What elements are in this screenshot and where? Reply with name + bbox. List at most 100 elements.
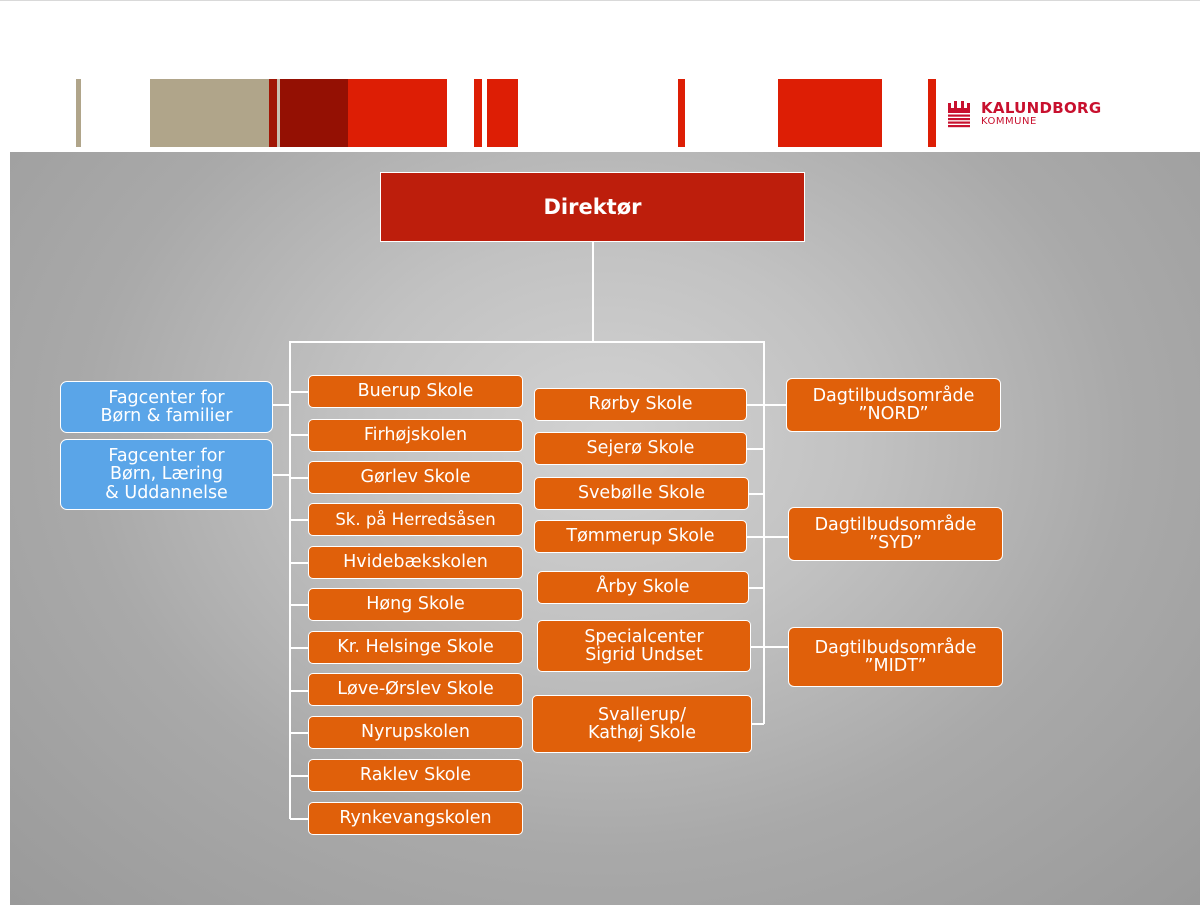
director-box[interactable]: Direktør: [380, 172, 805, 242]
dagtilbud-label: Dagtilbudsområde: [812, 385, 975, 406]
banner-stripe: [678, 79, 685, 147]
school-label: Sejerø Skole: [586, 438, 695, 459]
dagtilbud-box[interactable]: Dagtilbudsområde ”NORD”: [786, 378, 1001, 432]
kalundborg-logo: KALUNDBORG KOMMUNE: [946, 99, 1102, 129]
dagtilbud-box[interactable]: Dagtilbudsområde ”SYD”: [788, 507, 1003, 561]
connector-line: [764, 404, 787, 406]
connector-line: [749, 493, 764, 495]
school-box[interactable]: Høng Skole: [308, 588, 523, 621]
connector-line: [747, 404, 764, 406]
school-box[interactable]: Specialcenter Sigrid Undset: [537, 620, 751, 672]
header-banner: KALUNDBORG KOMMUNE: [0, 0, 1200, 152]
school-box[interactable]: Rynkevangskolen: [308, 802, 523, 835]
school-label: Buerup Skole: [357, 381, 474, 402]
school-box[interactable]: Svebølle Skole: [534, 477, 749, 510]
dagtilbud-label: ”SYD”: [869, 533, 922, 553]
connector-line: [290, 604, 310, 606]
connector-line: [763, 341, 765, 724]
connector-line: [747, 536, 764, 538]
school-box[interactable]: Sk. på Herredsåsen: [308, 503, 523, 536]
fagcenter-line: Fagcenter for: [108, 445, 225, 466]
fagcenter-box[interactable]: Fagcenter for Børn & familier: [60, 381, 273, 433]
connector-line: [290, 477, 310, 479]
connector-line: [290, 647, 310, 649]
fagcenter-line: Børn, Læring: [109, 464, 223, 485]
school-box[interactable]: Svallerup/ Kathøj Skole: [532, 695, 752, 753]
connector-line: [290, 732, 310, 734]
banner-stripe: [487, 79, 518, 147]
dagtilbud-label: ”MIDT”: [864, 656, 927, 676]
connector-line: [751, 646, 764, 648]
fagcenter-box[interactable]: Fagcenter for Børn, Læring & Uddannelse: [60, 439, 273, 510]
fagcenter-line: Børn & familier: [100, 406, 233, 426]
school-label: Rynkevangskolen: [339, 808, 492, 829]
school-label: Kr. Helsinge Skole: [337, 637, 494, 658]
school-label: Kathøj Skole: [588, 723, 696, 743]
banner-stripe: [150, 79, 269, 147]
school-label: Nyrupskolen: [361, 722, 470, 743]
connector-line: [747, 448, 764, 450]
banner-stripe: [778, 79, 882, 147]
connector-line: [290, 391, 310, 393]
banner-stripe: [474, 79, 482, 147]
school-box[interactable]: Kr. Helsinge Skole: [308, 631, 523, 664]
school-box[interactable]: Buerup Skole: [308, 375, 523, 408]
logo-subtitle: KOMMUNE: [981, 116, 1037, 127]
school-box[interactable]: Rørby Skole: [534, 388, 747, 421]
logo-wordmark: KALUNDBORG KOMMUNE: [981, 101, 1102, 127]
connector-line: [290, 690, 310, 692]
school-label: Tømmerup Skole: [566, 526, 715, 547]
fagcenter-line: Fagcenter for: [108, 387, 225, 408]
school-label: Løve-Ørslev Skole: [337, 679, 494, 700]
dagtilbud-label: Dagtilbudsområde: [814, 637, 977, 658]
connector-line: [290, 818, 310, 820]
school-label: Hvidebækskolen: [343, 552, 488, 573]
school-label: Specialcenter: [584, 626, 704, 647]
school-label: Årby Skole: [596, 577, 690, 598]
connector-line: [592, 242, 594, 342]
school-label: Sigrid Undset: [585, 645, 703, 665]
school-box[interactable]: Løve-Ørslev Skole: [308, 673, 523, 706]
logo-name: KALUNDBORG: [981, 99, 1102, 117]
connector-line: [289, 341, 291, 819]
school-box[interactable]: Tømmerup Skole: [534, 520, 747, 553]
school-box[interactable]: Sejerø Skole: [534, 432, 747, 465]
connector-line: [749, 587, 764, 589]
school-label: Gørlev Skole: [360, 467, 471, 488]
dagtilbud-label: ”NORD”: [858, 404, 929, 424]
school-label: Raklev Skole: [359, 765, 472, 786]
school-label: Rørby Skole: [588, 394, 693, 415]
dagtilbud-label: Dagtilbudsområde: [814, 514, 977, 535]
school-label: Firhøjskolen: [363, 425, 468, 446]
banner-stripe: [928, 79, 936, 147]
connector-line: [290, 775, 310, 777]
banner-stripe: [280, 79, 348, 147]
connector-line: [290, 519, 310, 521]
banner-stripe: [348, 79, 447, 147]
school-box[interactable]: Firhøjskolen: [308, 419, 523, 452]
school-label: Svallerup/: [598, 704, 686, 725]
banner-stripe: [277, 79, 280, 147]
banner-stripe: [76, 79, 81, 147]
school-box[interactable]: Raklev Skole: [308, 759, 523, 792]
school-label: Sk. på Herredsåsen: [335, 509, 496, 529]
crown-seal-icon: [946, 99, 972, 129]
connector-line: [752, 723, 764, 725]
school-box[interactable]: Gørlev Skole: [308, 461, 523, 494]
connector-line: [289, 341, 765, 343]
school-box[interactable]: Hvidebækskolen: [308, 546, 523, 579]
school-box[interactable]: Nyrupskolen: [308, 716, 523, 749]
school-label: Høng Skole: [366, 594, 465, 615]
connector-line: [290, 562, 310, 564]
dagtilbud-box[interactable]: Dagtilbudsområde ”MIDT”: [788, 627, 1003, 687]
director-label: Direktør: [543, 194, 642, 219]
connector-line: [764, 646, 789, 648]
connector-line: [272, 474, 290, 476]
connector-line: [764, 536, 789, 538]
connector-line: [272, 404, 290, 406]
fagcenter-line: & Uddannelse: [105, 482, 228, 503]
school-label: Svebølle Skole: [577, 483, 706, 504]
school-box[interactable]: Årby Skole: [537, 571, 749, 604]
connector-line: [290, 434, 310, 436]
